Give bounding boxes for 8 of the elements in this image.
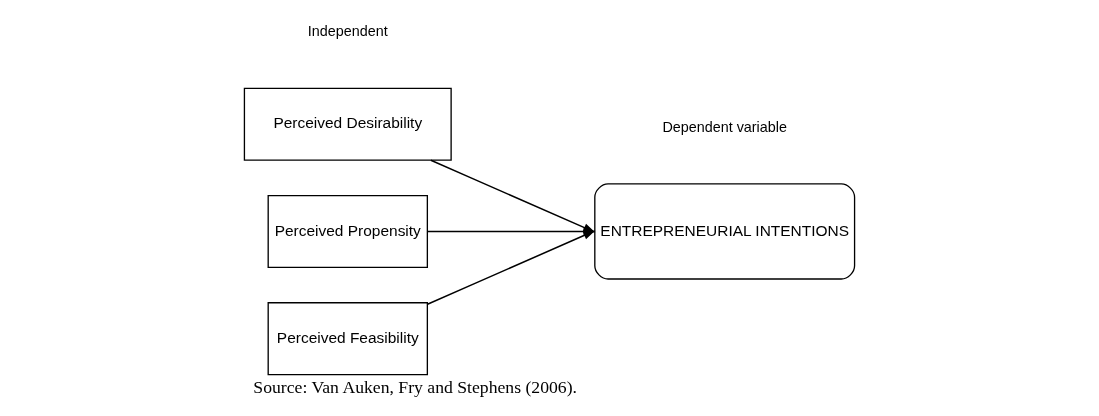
node-box: Perceived Desirability bbox=[243, 87, 452, 161]
node-box: Perceived Propensity bbox=[267, 194, 429, 269]
node-box: Perceived Feasibility bbox=[267, 302, 429, 376]
arrow bbox=[426, 230, 596, 305]
label: Dependent variable bbox=[662, 119, 787, 136]
caption: Source: Van Auken, Fry and Stephens (2006). bbox=[253, 377, 578, 398]
label: Independent bbox=[307, 23, 388, 40]
node-box: ENTREPRENEURIAL INTENTIONS bbox=[594, 183, 856, 280]
